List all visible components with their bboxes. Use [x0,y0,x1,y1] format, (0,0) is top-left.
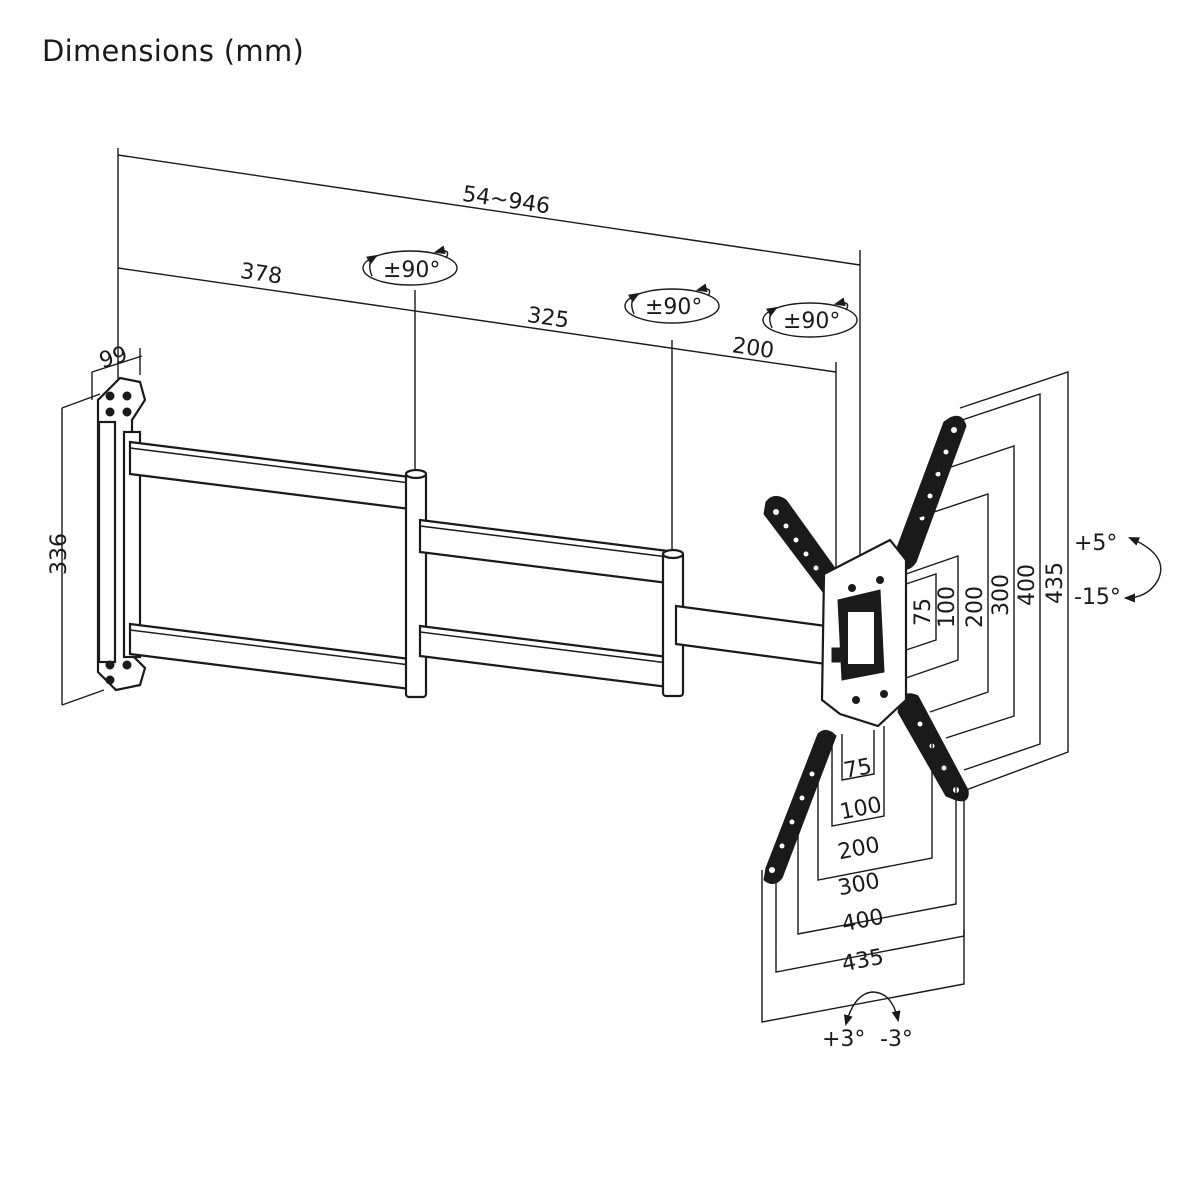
arm-2 [418,518,678,690]
bracket-arm-bottom-right [897,693,969,802]
vesa-vertical-400-label: 400 [1015,564,1040,606]
vesa-horizontal-75-label: 75 [842,754,874,784]
tilt-indicator [1123,537,1162,603]
vesa-horizontal-435-label: 435 [840,945,886,978]
rotation-plus-label: +3° [822,1027,865,1052]
page-title: Dimensions (mm) [42,34,305,68]
arm-1 [128,440,420,692]
swivel-joint-3-label: ±90° [783,309,840,334]
bracket-arm-top-right [893,415,967,570]
swivel-joint-3: ±90° [762,297,858,338]
vesa-bracket [763,415,969,884]
vesa-horizontal-dimensions [761,726,965,1023]
tilt-down-label: -15° [1074,585,1121,610]
joint-post-1 [404,468,428,699]
vesa-horizontal-100-label: 100 [838,793,884,826]
vesa-vertical-75-label: 75 [911,598,936,626]
arm3-length-label: 200 [730,333,775,364]
arm1-length-label: 378 [239,259,284,290]
wall-plate-dimensions [61,348,143,706]
vesa-vertical-100-label: 100 [935,586,960,628]
swivel-joint-2: ±90° [624,283,720,324]
rotation-indicator [843,991,901,1027]
arm-3 [674,604,828,666]
center-plate [820,538,908,728]
vesa-horizontal-200-label: 200 [836,833,882,866]
vesa-vertical-dimensions [905,371,1069,791]
joint-post-2 [661,548,685,698]
bracket-arm-bottom-left [763,730,837,884]
swivel-joint-1: ±90° [362,245,458,286]
wall-plate [96,376,147,692]
vesa-vertical-435-label: 435 [1043,562,1068,604]
vesa-vertical-300-label: 300 [989,574,1014,616]
vesa-horizontal-300-label: 300 [836,869,882,902]
wall-plate-depth-label: 99 [96,342,130,374]
arm2-length-label: 325 [526,303,571,334]
swivel-joint-1-label: ±90° [383,258,440,283]
rotation-minus-label: -3° [880,1027,913,1052]
vesa-horizontal-400-label: 400 [840,905,886,938]
wall-plate-height-label: 336 [47,533,72,575]
extension-range-label: 54~946 [461,182,552,220]
vesa-vertical-200-label: 200 [963,586,988,628]
swivel-joint-2-label: ±90° [645,295,702,320]
extension-dimensions [117,148,861,570]
tilt-up-label: +5° [1074,531,1117,556]
